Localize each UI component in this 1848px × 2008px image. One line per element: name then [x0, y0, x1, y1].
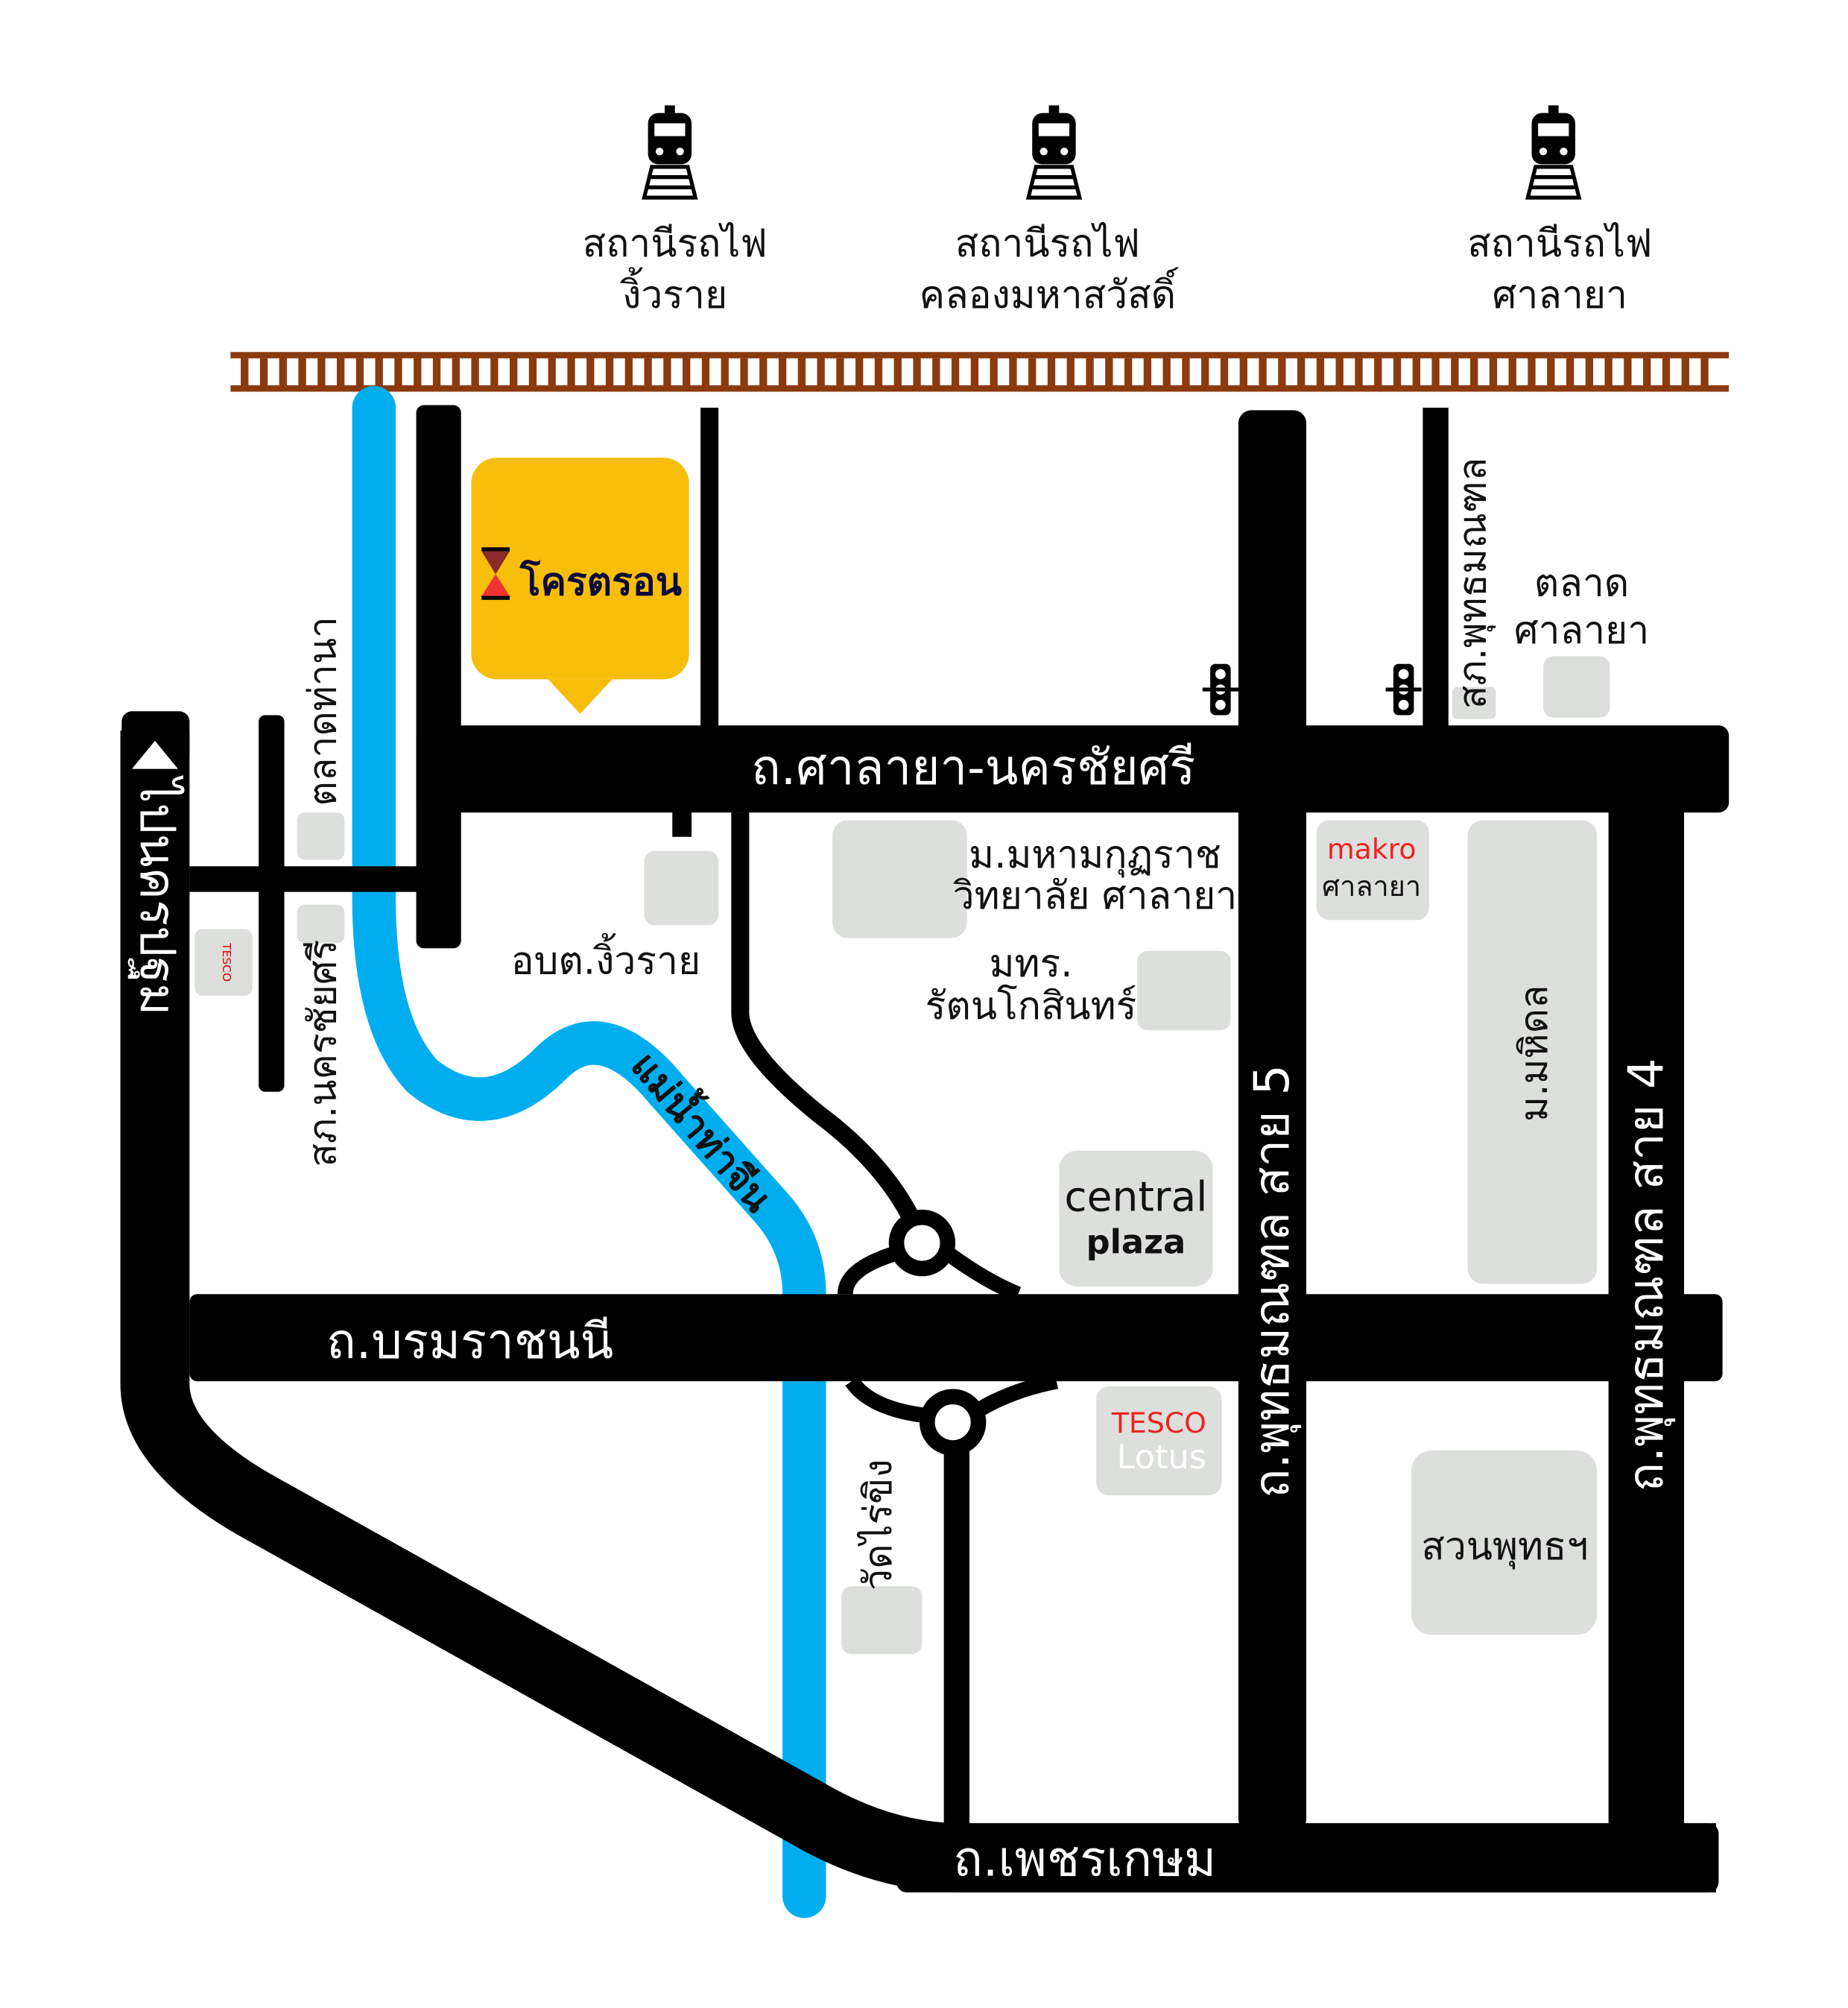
- brand-name: โครตรอน: [519, 559, 682, 604]
- label-suan-phuttha: สวนพุทธฯ: [1421, 1524, 1588, 1570]
- station-label: สถานีรถไฟ: [583, 221, 768, 266]
- traffic-light-icon: [1386, 664, 1422, 716]
- tesco-lotus-box: [1096, 1386, 1222, 1496]
- label-mahidol: ม.มหิดล: [1512, 985, 1557, 1121]
- label-mahamakut: ม.มหามกุฏราช: [969, 833, 1221, 878]
- label-plaza: plaza: [1086, 1222, 1186, 1261]
- station-khlong-maha-sawat: สถานีรถไฟ คลองมหาสวัสดิ์: [920, 105, 1179, 318]
- place-box: [644, 850, 719, 926]
- road-label-phutthamonthon5: ถ.พุทธมณฑล สาย 5: [1244, 1064, 1302, 1498]
- label-talat-salaya: ตลาด: [1534, 561, 1629, 606]
- label-talat-tha-na: ตลาดท่านา: [300, 616, 345, 806]
- road-label-phutthamonthon4: ถ.พุทธมณฑล สาย 4: [1618, 1058, 1676, 1492]
- station-label: งิ้วราย: [619, 267, 727, 318]
- station-label: คลองมหาสวัสดิ์: [920, 267, 1179, 318]
- hourglass-logo-icon: [481, 547, 510, 600]
- station-salaya: สถานีรถไฟ ศาลายา: [1467, 105, 1652, 318]
- label-mtr: มทร.: [989, 941, 1072, 986]
- label-sk-phutthamonthon: สภ.พุทธมณฑล: [1451, 458, 1496, 709]
- road-label-to-nakhon-pathom: ไปนครปฐม: [128, 774, 186, 1015]
- place-box: [297, 812, 345, 860]
- mahidol-box: [1467, 820, 1598, 1284]
- station-label: ศาลายา: [1493, 273, 1627, 318]
- road-label-boromratchachonnani: ถ.บรมราชนนี: [326, 1313, 613, 1370]
- label-lotus: Lotus: [1117, 1438, 1207, 1477]
- place-box: [841, 1586, 923, 1655]
- label-sk-nakhonchaisi: สภ.นครชัยศรี: [300, 940, 345, 1167]
- place-box: [832, 820, 967, 938]
- traffic-light-icon: [1203, 664, 1238, 716]
- label-makro: makro: [1327, 833, 1417, 865]
- railway: [230, 352, 1730, 392]
- place-box: [1542, 656, 1610, 718]
- station-label: สถานีรถไฟ: [1467, 221, 1652, 266]
- river-tha-chin: [352, 385, 826, 1919]
- makro-box: [1316, 820, 1430, 921]
- label-tesco-small: TESCO: [220, 942, 233, 982]
- place-box: [1137, 950, 1231, 1031]
- train-icon: [1528, 105, 1579, 198]
- train-icon: [1028, 105, 1080, 198]
- station-ngiwrai: สถานีรถไฟ งิ้วราย: [583, 105, 768, 318]
- station-label: สถานีรถไฟ: [955, 221, 1140, 266]
- arrow-up-icon: [132, 740, 178, 769]
- label-mahamakut: วิทยาลัย ศาลายา: [953, 874, 1238, 918]
- label-obt-ngiwrai: อบต.งิ้วราย: [511, 933, 701, 984]
- roads: [120, 405, 1730, 1892]
- place-box: [297, 904, 345, 944]
- road-label-salaya-nakhonchaisi: ถ.ศาลายา-นครชัยศรี: [751, 739, 1195, 796]
- korat-ron-marker[interactable]: โครตรอน: [471, 457, 689, 714]
- road-label-phetkasem: ถ.เพชรเกษม: [953, 1831, 1216, 1888]
- label-makro-salaya: ศาลายา: [1322, 870, 1421, 903]
- train-icon: [644, 105, 695, 198]
- tesco-small-box: [194, 929, 253, 996]
- suan-phuttha-box: [1411, 1450, 1598, 1635]
- place-box: [1452, 686, 1496, 719]
- label-central: central: [1064, 1173, 1207, 1221]
- label-wat-rai-khing: วัดไร่ขิง: [856, 1459, 901, 1590]
- roundabout: [888, 1209, 956, 1277]
- label-tesco: TESCO: [1111, 1406, 1206, 1439]
- roundabout: [919, 1389, 987, 1456]
- label-mtr: รัตนโกสินทร์: [925, 984, 1137, 1029]
- central-plaza-box: [1059, 1150, 1213, 1286]
- label-talat-salaya: ศาลายา: [1514, 608, 1649, 653]
